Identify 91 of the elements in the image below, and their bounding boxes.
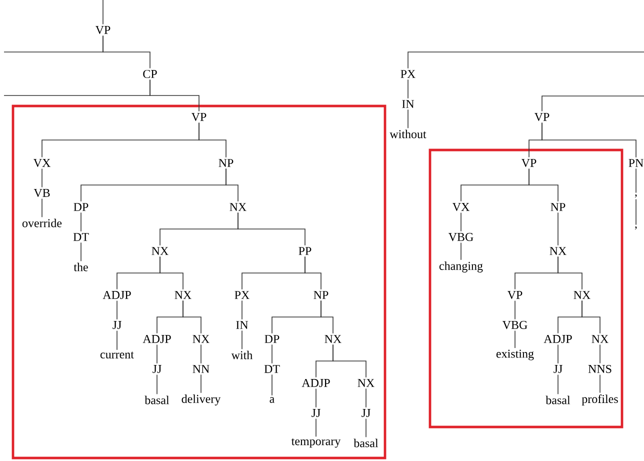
tree-branch xyxy=(80,212,82,232)
tree-branch xyxy=(198,122,226,158)
tree-branch xyxy=(542,96,644,112)
category-label: NX xyxy=(152,247,168,255)
category-label: PX xyxy=(234,291,250,299)
category-label: IN xyxy=(402,100,414,108)
tree-branch xyxy=(80,242,82,262)
category-label: DT xyxy=(73,233,89,241)
category-label: NX xyxy=(574,291,590,299)
word-label: a xyxy=(270,397,274,403)
category-label: VB xyxy=(34,188,50,198)
category-label: NX xyxy=(358,379,374,387)
word-label: override xyxy=(22,218,62,228)
tree-branch xyxy=(528,168,558,202)
tree-branch xyxy=(226,168,238,202)
category-label: NP xyxy=(314,291,328,299)
category-label: ADJP xyxy=(302,378,330,388)
category-label: NX xyxy=(592,335,608,343)
tree-branch xyxy=(408,52,644,69)
tree-branch xyxy=(460,212,462,232)
tree-branch xyxy=(116,300,118,320)
category-label: ADJP xyxy=(142,334,171,344)
category-label: JJ xyxy=(152,365,162,373)
category-label: NX xyxy=(324,335,342,343)
category-label: NX xyxy=(230,203,246,211)
tree-branch xyxy=(150,79,200,112)
word-label: , xyxy=(634,226,637,230)
category-label: PX xyxy=(400,70,416,78)
category-label: PP xyxy=(298,247,312,255)
category-label: VP xyxy=(507,290,522,300)
tree-branch xyxy=(156,344,158,364)
category-label: JJ xyxy=(112,321,122,329)
category-label: NP xyxy=(550,203,566,211)
tree-branch xyxy=(182,300,202,334)
tree-branch xyxy=(582,300,600,334)
category-label: VP xyxy=(95,26,110,34)
tree-branch xyxy=(542,122,636,158)
tree-branch xyxy=(304,256,322,290)
category-label: PN xyxy=(628,159,644,167)
tree-branch xyxy=(320,300,334,334)
category-label: NN xyxy=(192,365,210,373)
word-label: changing xyxy=(439,262,483,272)
tree-branch xyxy=(160,256,184,290)
category-label: NX xyxy=(192,335,210,343)
category-label: VP xyxy=(521,158,536,168)
word-label: basal xyxy=(546,396,570,404)
tree-branch xyxy=(102,0,104,25)
word-label: with xyxy=(231,350,252,360)
category-label: DP xyxy=(74,203,88,211)
category-label: VBG xyxy=(502,320,528,330)
word-label: temporary xyxy=(291,438,341,448)
word-label: profiles xyxy=(582,394,618,406)
tree-branch xyxy=(332,344,366,378)
category-label: DP xyxy=(264,335,280,343)
category-label: IN xyxy=(236,321,248,329)
tree-branch xyxy=(200,344,202,364)
category-label: ADJP xyxy=(102,290,131,300)
tree-branch xyxy=(514,300,516,320)
word-label: basal xyxy=(144,396,170,404)
tree-branch xyxy=(156,374,158,394)
category-label: , xyxy=(634,194,637,198)
category-label: VP xyxy=(534,112,550,122)
tree-branch xyxy=(558,256,582,290)
category-label: NNS xyxy=(588,364,612,374)
category-label: NP xyxy=(218,159,234,167)
word-label: the xyxy=(74,262,88,272)
category-label: JJ xyxy=(312,409,320,417)
tree-branch xyxy=(238,212,306,246)
category-label: JJ xyxy=(554,365,562,373)
category-label: VX xyxy=(452,202,470,212)
word-label: existing xyxy=(496,350,534,360)
word-label: delivery xyxy=(182,394,221,406)
word-label: without xyxy=(390,130,426,138)
word-label: basal xyxy=(354,438,378,448)
category-label: JJ xyxy=(362,409,370,417)
tree-branch xyxy=(102,35,150,69)
category-label: ADJP xyxy=(544,334,572,344)
category-label: VBG xyxy=(448,232,474,242)
highlight-box xyxy=(428,148,624,428)
tree-branch xyxy=(514,330,516,348)
tree-branch xyxy=(460,242,462,260)
category-label: CP xyxy=(143,70,157,78)
category-label: NX xyxy=(550,247,566,255)
highlight-box xyxy=(12,104,386,460)
word-label: current xyxy=(100,352,134,358)
tree-branch xyxy=(200,374,202,394)
category-label: VX xyxy=(33,158,50,168)
category-label: NX xyxy=(174,291,192,299)
category-label: DT xyxy=(264,365,280,373)
tree-branch xyxy=(116,330,118,350)
category-label: VP xyxy=(191,112,206,122)
